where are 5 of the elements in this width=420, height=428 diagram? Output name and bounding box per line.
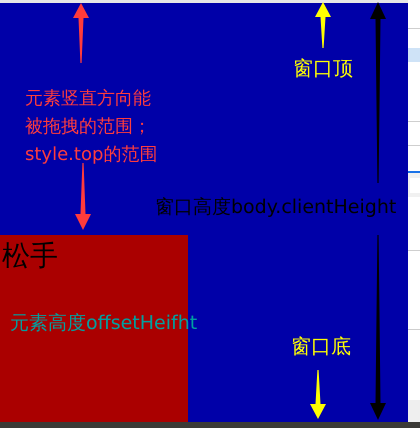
- release-label: 松手: [2, 238, 58, 274]
- window-bottom-label: 窗口底: [291, 333, 351, 359]
- window-top-label: 窗口顶: [293, 55, 353, 81]
- window-height-label: 窗口高度body.clientHeight: [155, 195, 396, 220]
- drag-range-note: 元素竖直方向能被拖拽的范围；style.top的范围: [25, 87, 158, 167]
